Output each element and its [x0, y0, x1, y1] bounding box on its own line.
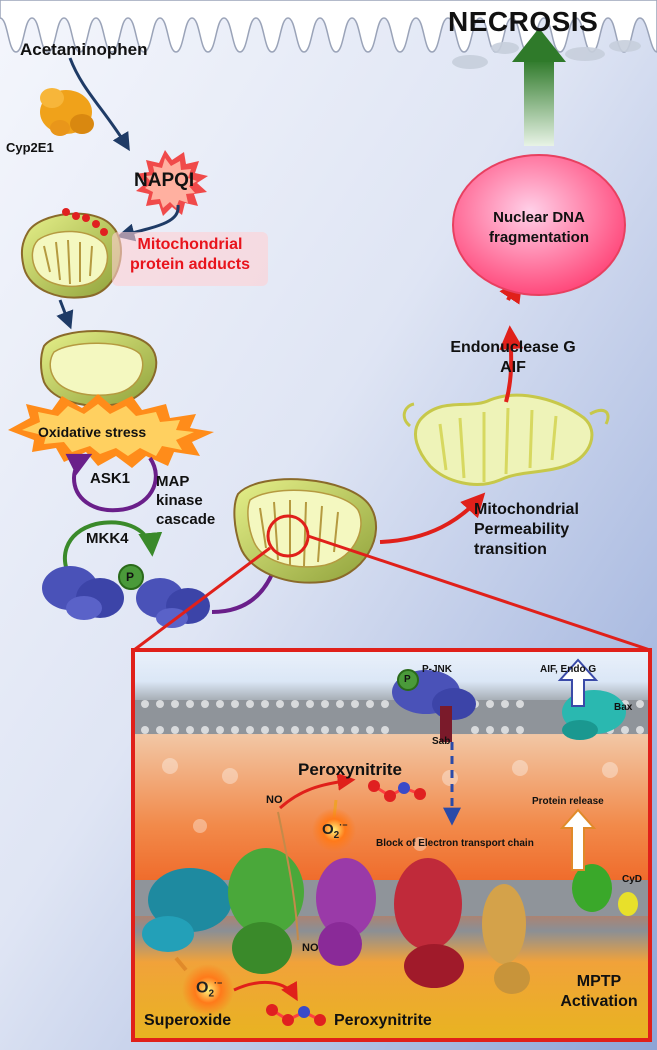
- inset-label-superoxide: Superoxide: [144, 1012, 232, 1029]
- inset-label-p: P: [404, 674, 411, 685]
- inset-label-mptp: MPTP Activation: [556, 972, 642, 1012]
- zoom-line-left: [133, 546, 271, 652]
- o2-bottom-sup: ·−: [214, 978, 223, 988]
- o2-top-sub: 2: [333, 830, 340, 841]
- label-dna-line2: fragmentation: [488, 229, 589, 246]
- inset-label-sab: Sab: [432, 736, 451, 747]
- mitochondrion-adducts: [20, 208, 122, 299]
- jnk-protein-left: [42, 566, 124, 620]
- adducts-highlight: [112, 232, 268, 286]
- inset-phosphate-badge: [397, 669, 419, 691]
- label-map-line1: MAP: [156, 473, 190, 490]
- jnk-protein-phospho: [136, 578, 210, 628]
- inset-label-aif-endog: AIF, Endo G: [540, 664, 597, 675]
- superoxide-glow-top: [312, 808, 356, 852]
- mitochondrion-swollen: [402, 393, 610, 486]
- inset-label-no-bottom: NO: [302, 942, 319, 954]
- nucleus: [452, 154, 626, 296]
- label-adducts-line1: Mitochondrial: [137, 236, 243, 253]
- inset-label-bax: Bax: [614, 702, 633, 713]
- o2-bottom-base: O: [196, 979, 209, 997]
- peroxynitrite-molecule-bottom: [266, 1004, 326, 1026]
- necrosis-arrow: [512, 28, 566, 146]
- label-endo-line1: Endonuclease G: [450, 339, 576, 356]
- label-mkk4: MKK4: [86, 530, 129, 547]
- label-acetaminophen: Acetaminophen: [20, 40, 148, 59]
- label-mpt: Mitochondrial Permeability transition: [474, 500, 579, 560]
- aif-release-arrow: [557, 658, 599, 707]
- inset-label-pjnk: P-JNK: [422, 664, 453, 675]
- inset-mptp-line1: MPTP: [576, 973, 622, 990]
- napqi-core: [145, 158, 197, 208]
- arrow-mpt-release: [499, 325, 524, 403]
- arrow-acetaminophen-to-napqi: [68, 57, 130, 152]
- inset-label-block-etc: Block of Electron transport chain: [376, 838, 534, 849]
- o2-top-base: O: [322, 821, 334, 838]
- label-dna-line1: Nuclear DNA: [493, 209, 585, 226]
- membrane-fragments: [452, 40, 641, 69]
- label-map-line3: cascade: [156, 511, 216, 528]
- etc-complexes: [142, 848, 638, 994]
- label-mitochondrial-adducts: Mitochondrial protein adducts: [112, 235, 268, 275]
- superoxide-glow-bottom: [182, 964, 234, 1016]
- arrow-no-to-peroxynitrite: [278, 772, 356, 810]
- inset-label-cyd: CyD: [622, 874, 643, 885]
- label-map-kinase-cascade: MAP kinase cascade: [156, 472, 215, 529]
- label-phosphate: P: [126, 570, 135, 584]
- inset-label-protein-release: Protein release: [532, 796, 604, 807]
- phosphate-badge: [118, 564, 144, 590]
- label-ask1: ASK1: [90, 470, 131, 487]
- zoom-line-right: [307, 534, 651, 652]
- matrix-arrow: [174, 956, 188, 972]
- inset-label-peroxynitrite-top: Peroxynitrite: [298, 760, 402, 779]
- label-adducts-line2: protein adducts: [129, 256, 250, 273]
- inset-label-o2-top: O2·−: [322, 820, 348, 841]
- mkk4-cycle-arrow: [62, 520, 163, 582]
- mitochondrion-stressed: [40, 330, 158, 407]
- microvilli-border: [0, 0, 657, 53]
- ask1-cycle-arrow: [65, 453, 158, 513]
- inset-panel: [131, 648, 652, 1042]
- inset-mptp-line2: Activation: [560, 993, 638, 1010]
- mitochondrion-target: [233, 478, 377, 584]
- label-endonuclease: Endonuclease G AIF: [440, 338, 586, 378]
- label-cyp2e1: Cyp2E1: [6, 140, 54, 155]
- label-napqi: NAPQI: [134, 170, 195, 191]
- matrix-bubbles: [162, 758, 618, 851]
- label-endo-line2: AIF: [500, 359, 526, 376]
- oxidative-stress-core: [22, 404, 194, 456]
- inset-label-o2-bottom: O2·−: [196, 978, 222, 1000]
- label-mpt-line1: Mitochondrial: [474, 501, 579, 518]
- label-mpt-line3: transition: [474, 541, 547, 558]
- inset-label-peroxynitrite-bottom: Peroxynitrite: [334, 1012, 432, 1029]
- mptp-arrow: [559, 808, 597, 871]
- no-diffusion-line: [277, 811, 299, 941]
- arrow-superoxide-to-peroxynitrite: [233, 980, 298, 1002]
- cyp2e1-enzyme: [40, 88, 94, 136]
- peroxynitrite-molecule-top: [368, 780, 426, 802]
- o2-bottom-sub: 2: [208, 988, 215, 1000]
- label-nuclear-dna: Nuclear DNA fragmentation: [453, 208, 625, 248]
- label-mpt-line2: Permeability: [474, 521, 570, 538]
- inset-label-no-top: NO: [266, 794, 283, 806]
- label-necrosis: NECROSIS: [448, 6, 599, 37]
- label-map-line2: kinase: [156, 492, 203, 509]
- arrow-adducts-to-mito2: [56, 299, 74, 330]
- o2-top-sup: ·−: [339, 820, 348, 830]
- arrow-mito-to-mpt: [379, 492, 486, 544]
- label-oxidative-stress: Oxidative stress: [38, 424, 147, 440]
